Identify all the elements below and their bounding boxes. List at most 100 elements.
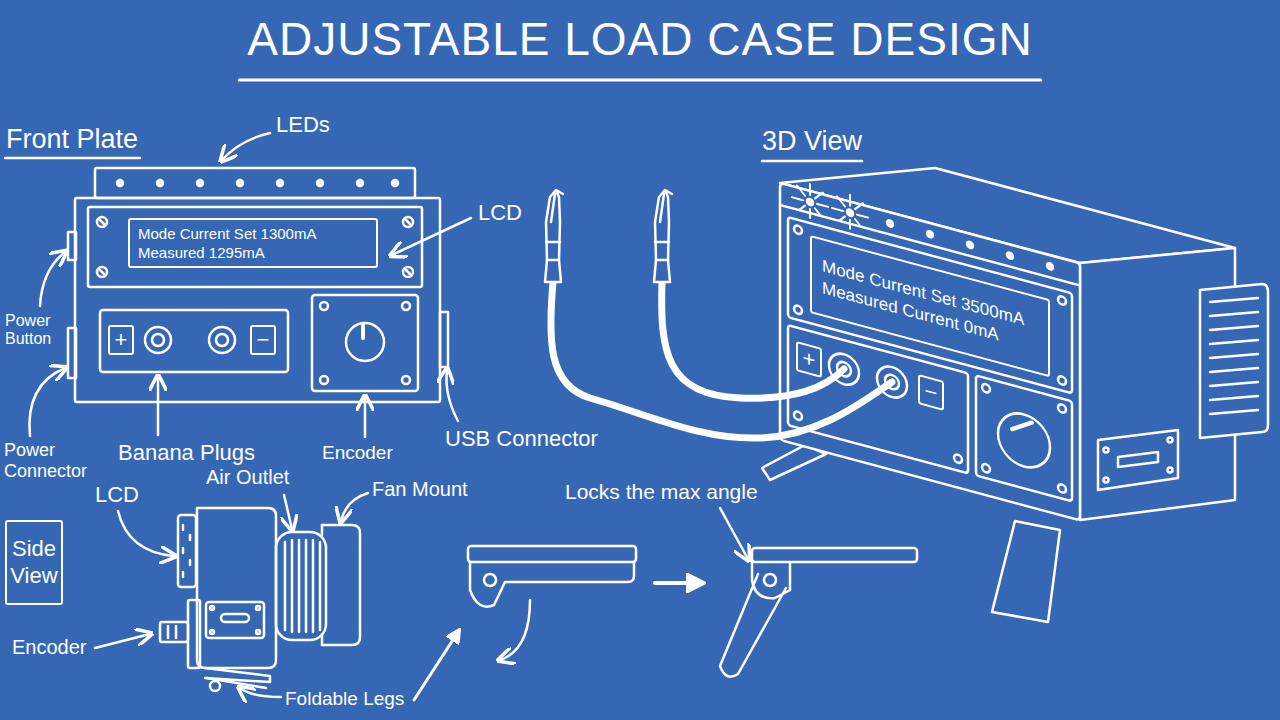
polarity-box: + xyxy=(108,325,134,355)
case-front-3d xyxy=(794,411,802,421)
front-plate xyxy=(216,334,228,346)
case-body-3d xyxy=(1168,438,1173,443)
case-front-3d xyxy=(847,209,853,217)
case-front-3d xyxy=(1012,417,1032,434)
leader-lines xyxy=(240,688,281,697)
leader-lines xyxy=(118,511,174,556)
case-body-3d xyxy=(1210,382,1258,386)
alligator-clip xyxy=(655,241,669,244)
side-view-drawing xyxy=(210,681,220,691)
front-plate xyxy=(75,198,440,402)
case-body-3d xyxy=(1210,326,1258,330)
case-front-3d xyxy=(976,376,1072,502)
side-view-drawing xyxy=(256,606,260,610)
case-body-3d xyxy=(1210,368,1258,372)
case-body-3d xyxy=(1210,298,1258,302)
part-label: LCD xyxy=(478,200,522,225)
front-plate xyxy=(97,217,107,227)
side-view-drawing xyxy=(182,548,185,553)
case-front-3d xyxy=(1058,375,1066,385)
front-plate xyxy=(95,168,415,198)
case-front-3d xyxy=(982,383,990,393)
front-plate xyxy=(440,312,448,367)
leader-lines xyxy=(40,252,65,306)
side-view-drawing xyxy=(189,535,192,540)
front-plate xyxy=(317,180,323,186)
node-text: − xyxy=(257,329,270,351)
part-label: USB Connector xyxy=(445,426,598,451)
front-plate xyxy=(320,376,328,384)
node-text: Side View xyxy=(10,536,58,589)
led-glow xyxy=(815,208,821,216)
underlines xyxy=(762,160,862,163)
side-view-drawing xyxy=(175,626,178,638)
part-label: Air Outlet xyxy=(206,466,289,489)
part-label: 3D View xyxy=(762,126,862,157)
side-view-drawing xyxy=(276,532,326,640)
leader-lines xyxy=(222,133,270,160)
lcd-screen: Mode Current Set 3500mAMeasured Current … xyxy=(810,235,1050,377)
part-label: Fan Mount xyxy=(372,478,468,501)
node-text: + xyxy=(803,347,816,372)
leg-detail xyxy=(468,546,636,562)
alligator-clip xyxy=(556,190,563,194)
alligator-clip xyxy=(545,190,563,282)
front-plate xyxy=(346,323,384,361)
front-plate xyxy=(152,334,164,346)
side-view-drawing xyxy=(206,602,264,638)
leg-detail xyxy=(752,548,917,562)
led-glow xyxy=(855,219,861,227)
front-plate xyxy=(403,267,413,277)
leader-lines xyxy=(392,218,471,255)
front-plate xyxy=(97,267,107,277)
side-view-drawing xyxy=(291,540,294,632)
leader-lines xyxy=(364,397,367,437)
part-label: Encoder xyxy=(12,636,87,659)
case-front-3d xyxy=(998,407,1050,473)
case-front-3d xyxy=(1047,263,1053,271)
case-body-3d xyxy=(1210,354,1258,358)
led-glow xyxy=(815,190,823,200)
side-view-drawing xyxy=(319,542,322,630)
side-view-drawing xyxy=(188,600,200,668)
side-view-drawing xyxy=(210,630,214,634)
leader-lines xyxy=(720,508,748,559)
case-front-3d xyxy=(780,183,1080,520)
side-view-drawing xyxy=(298,540,301,632)
case-body-3d xyxy=(1200,284,1268,438)
part-label: Power Button xyxy=(5,312,63,349)
case-front-3d xyxy=(1058,295,1066,305)
front-plate xyxy=(117,180,123,186)
front-plate xyxy=(157,180,163,186)
front-plate xyxy=(320,302,328,310)
led-glow xyxy=(799,204,805,212)
side-view-drawing xyxy=(210,606,214,610)
leader-lines xyxy=(446,370,458,421)
side-view-drawing xyxy=(207,678,266,688)
side-view-drawing xyxy=(256,630,260,634)
alligator-clip xyxy=(546,241,560,244)
node-text: Measured 1295mA xyxy=(138,243,265,263)
side-view-drawing xyxy=(160,508,360,691)
case-front-3d xyxy=(954,454,962,464)
polarity-box: − xyxy=(250,325,276,355)
led-glow xyxy=(792,179,868,233)
side-view-drawing xyxy=(182,572,185,577)
led-glow xyxy=(797,186,805,196)
leg-detail xyxy=(764,574,776,586)
case-front-3d xyxy=(1007,252,1013,260)
alligator-clip xyxy=(665,190,672,194)
alligator-clip xyxy=(551,194,555,222)
led-glow xyxy=(849,220,851,229)
part-label: LCD xyxy=(95,482,139,507)
front-plate xyxy=(403,217,413,227)
led-glow xyxy=(849,195,851,206)
alligator-clip xyxy=(660,194,664,222)
case-front-3d xyxy=(927,230,933,238)
led-glow xyxy=(837,196,845,206)
front-plate xyxy=(99,219,105,225)
leg-detail xyxy=(468,546,917,677)
front-plate xyxy=(392,180,398,186)
